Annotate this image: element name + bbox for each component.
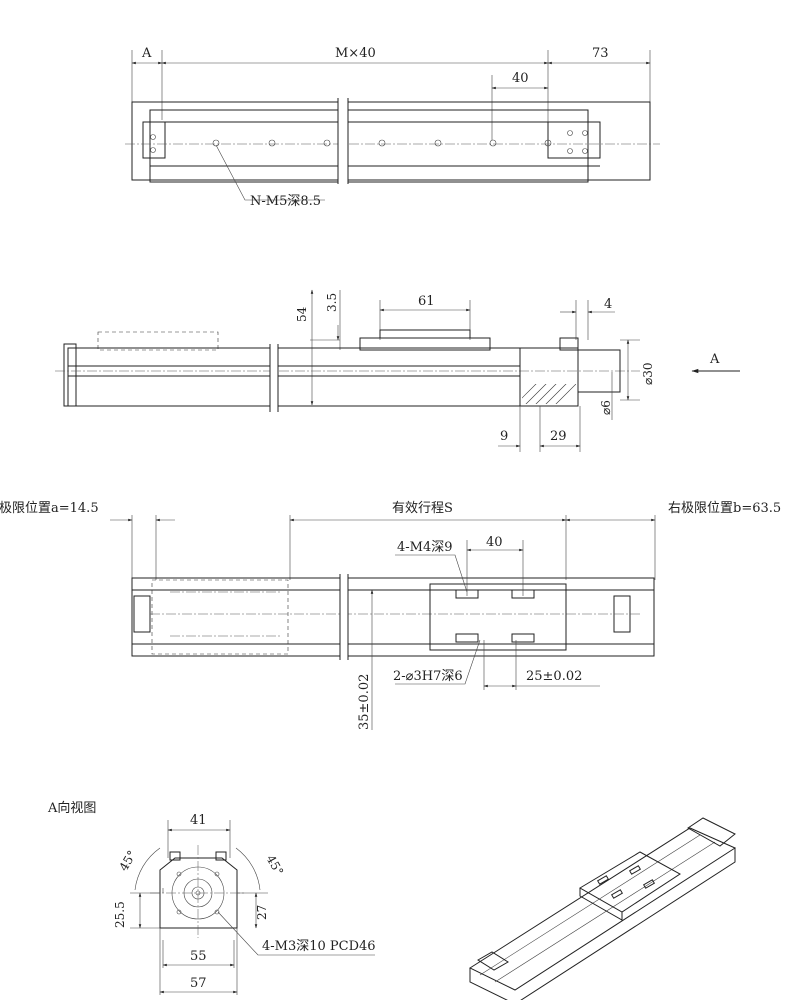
dim-3-5-label: 3.5 — [325, 293, 339, 312]
dim-phi6-label: ⌀6 — [599, 400, 613, 415]
bolt-note: 4-M3深10 PCD46 — [262, 939, 376, 954]
dim-54-label: 54 — [295, 306, 309, 322]
angle-right-label: 45° — [263, 853, 286, 878]
hole-note: N-M5深8.5 — [250, 194, 321, 209]
right-limit-label: 右极限位置b=63.5 — [668, 501, 781, 516]
dim-25-5-label: 25.5 — [113, 901, 127, 928]
isometric-view — [468, 817, 737, 1000]
dim-25-label: 25±0.02 — [526, 669, 582, 684]
left-limit-label: 左极限位置a=14.5 — [0, 501, 99, 516]
dim-61-label: 61 — [418, 294, 435, 309]
side-view: 3.5 54 61 4 — [55, 289, 740, 452]
angle-left-label: 45° — [116, 848, 139, 873]
carriage-dim-40-label: 40 — [486, 535, 503, 550]
dim-40-label: 40 — [512, 71, 529, 86]
stroke-label: 有效行程S — [392, 501, 453, 516]
dim-29-label: 29 — [550, 429, 567, 444]
stroke-view: 左极限位置a=14.5 有效行程S 右极限位置b=63.5 40 — [0, 501, 781, 730]
dim-55-label: 55 — [190, 949, 207, 964]
pin-note: 2-⌀3H7深6 — [393, 669, 463, 684]
dim-phi30-label: ⌀30 — [641, 363, 655, 386]
dim-57-label: 57 — [190, 976, 207, 991]
dim-73-label: 73 — [592, 46, 609, 61]
dim-27-label: 27 — [255, 905, 269, 920]
tap-note: 4-M4深9 — [397, 540, 453, 555]
dim-9-label: 9 — [500, 429, 508, 444]
view-arrow-label: A — [709, 352, 720, 367]
dim-4-label: 4 — [604, 297, 612, 312]
dim-41-label: 41 — [190, 813, 207, 828]
top-view: A M×40 73 40 N-M5深8.5 — [125, 46, 660, 209]
dim-35-label: 35±0.02 — [357, 674, 372, 730]
dim-m-label: M×40 — [335, 46, 376, 61]
a-direction-view: A向视图 41 45° 45° 25.5 27 55 — [47, 800, 376, 995]
a-view-title: A向视图 — [47, 800, 96, 816]
dim-a-label: A — [141, 46, 152, 61]
